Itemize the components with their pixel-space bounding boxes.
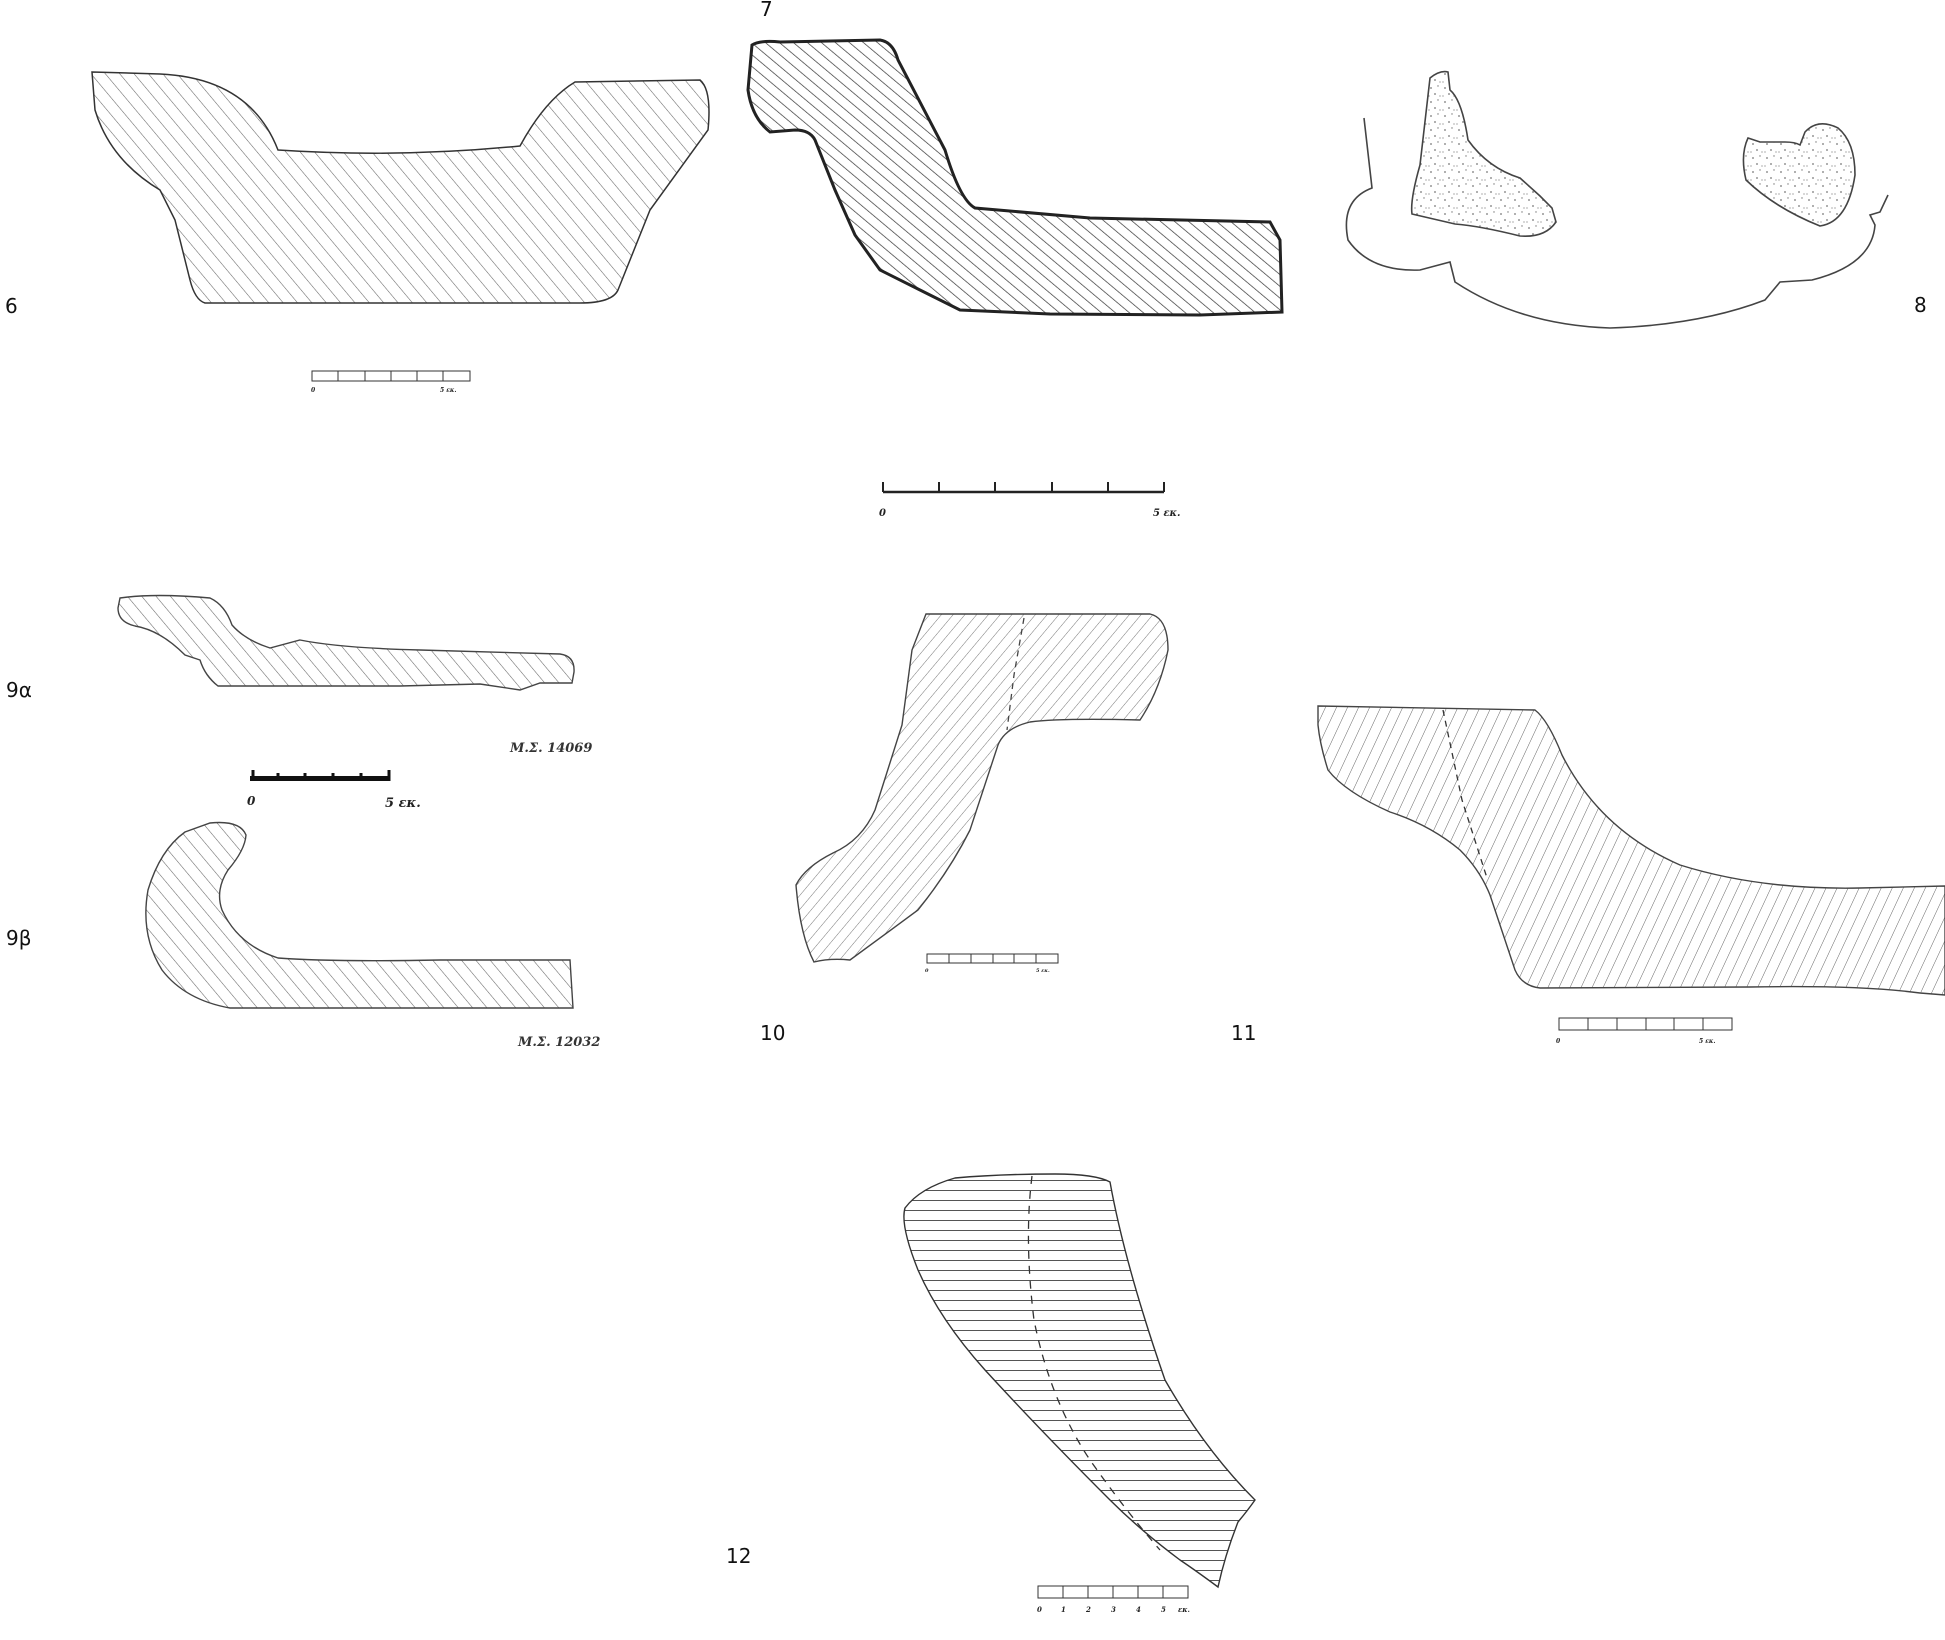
scale-10-start: 0 (925, 968, 929, 974)
figure-6: 0 5 εκ. (91, 71, 710, 394)
scale-12-tick-2: 2 (1085, 1605, 1091, 1614)
scale-bar-12: 0 1 2 3 4 5 εκ. (1037, 1585, 1190, 1614)
profile-7 (746, 38, 1284, 317)
profile-10-join-line (1006, 617, 1025, 731)
profile-6 (91, 71, 710, 304)
scale-10-end: 5 εκ. (1036, 968, 1050, 974)
figure-number-12: 12 (726, 1544, 752, 1568)
figure-10: 0 5 εκ. (795, 613, 1169, 974)
figure-number-6: 6 (5, 294, 18, 318)
scale-6-start: 0 (311, 387, 316, 394)
scale-12-tick-0: 0 (1037, 1605, 1042, 1614)
scale-9-start: 0 (247, 794, 256, 808)
profile-9a (117, 594, 575, 691)
figure-8 (1345, 70, 1889, 329)
scale-bar-11: 0 5 εκ. (1556, 1017, 1733, 1045)
scale-12-unit: εκ. (1178, 1605, 1190, 1614)
figure-11: 0 5 εκ. (1317, 705, 1945, 1045)
profile-12 (903, 1173, 1256, 1589)
scale-12-tick-5: 5 (1161, 1605, 1166, 1614)
figure-number-9a: 9α (6, 678, 32, 702)
inventory-label-9a: Μ.Σ. 14069 (510, 741, 593, 756)
scale-bar-9: 0 5 εκ. (247, 770, 421, 811)
scale-9-end: 5 εκ. (385, 796, 421, 811)
profile-11-join-line (1442, 709, 1488, 879)
scale-7-start: 0 (879, 508, 886, 519)
scale-12-tick-1: 1 (1061, 1605, 1066, 1614)
figure-number-9b: 9β (6, 926, 32, 950)
scale-11-end: 5 εκ. (1699, 1038, 1716, 1045)
profile-12-join-line (1027, 1175, 1161, 1551)
profile-8-lug-left (1410, 70, 1557, 238)
scale-bar-7: 0 5 εκ. (879, 482, 1181, 519)
scale-bar-10: 0 5 εκ. (925, 953, 1059, 974)
scale-7-end: 5 εκ. (1153, 508, 1181, 519)
inventory-label-9b: Μ.Σ. 12032 (518, 1035, 601, 1050)
figure-number-8: 8 (1914, 293, 1927, 317)
scale-11-start: 0 (1556, 1038, 1561, 1045)
figure-9a: 0 5 εκ. (117, 594, 575, 811)
figure-number-7: 7 (760, 0, 773, 21)
figure-9b (145, 821, 574, 1009)
scale-6-end: 5 εκ. (440, 387, 457, 394)
profile-9b (145, 821, 574, 1009)
scale-12-tick-4: 4 (1136, 1605, 1141, 1614)
profile-11 (1317, 705, 1945, 996)
figure-number-10: 10 (760, 1021, 786, 1045)
profile-8-outline (1345, 117, 1889, 329)
scale-bar-6: 0 5 εκ. (311, 370, 471, 394)
figure-number-11: 11 (1231, 1021, 1257, 1045)
scale-12-tick-3: 3 (1111, 1605, 1116, 1614)
profile-10 (795, 613, 1169, 963)
profile-8-lug-right (1742, 123, 1856, 227)
figure-12: 0 1 2 3 4 5 εκ. (903, 1173, 1256, 1614)
figure-7: 0 5 εκ. (746, 38, 1284, 519)
